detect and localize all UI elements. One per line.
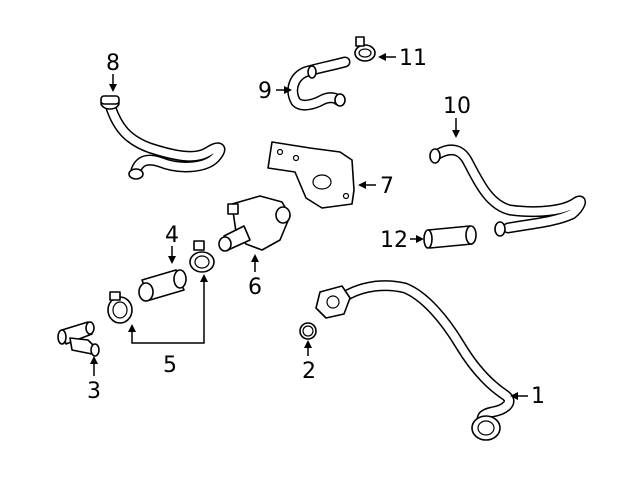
leader-11	[378, 53, 396, 61]
leader-3	[90, 356, 98, 376]
part-1-pipe	[315, 280, 515, 441]
callout-12: 12	[380, 228, 408, 253]
leader-4	[168, 246, 176, 264]
part-8-hose	[100, 95, 226, 180]
leader-1	[510, 392, 528, 400]
part-7-bracket	[267, 141, 355, 209]
leader-6	[251, 254, 259, 272]
callout-8: 8	[106, 51, 120, 76]
part-4-hose	[138, 269, 187, 302]
part-2-o-ring	[299, 322, 317, 340]
leader-5	[128, 274, 208, 344]
part-5-clamp-left	[107, 291, 133, 324]
part-5-clamp-right	[189, 240, 215, 273]
callout-11: 11	[399, 46, 427, 71]
leader-12	[410, 235, 424, 243]
part-9-hose	[287, 56, 351, 111]
callout-10: 10	[443, 94, 471, 119]
part-3-connector	[57, 321, 100, 357]
callout-7: 7	[380, 174, 394, 199]
part-11-clamp	[354, 36, 376, 62]
leader-10	[452, 118, 460, 138]
callout-1: 1	[531, 384, 545, 409]
callout-9: 9	[258, 79, 272, 104]
callout-3: 3	[87, 379, 101, 404]
callout-5: 5	[163, 353, 177, 378]
part-12-hose	[423, 225, 477, 249]
leader-8	[109, 74, 117, 92]
callout-4: 4	[165, 223, 179, 248]
part-6-pump	[218, 195, 291, 252]
callout-6: 6	[248, 275, 262, 300]
leader-7	[358, 181, 376, 189]
leader-2	[304, 340, 312, 356]
leader-9	[276, 86, 292, 94]
part-10-pipe	[429, 144, 587, 237]
callout-2: 2	[302, 359, 316, 384]
